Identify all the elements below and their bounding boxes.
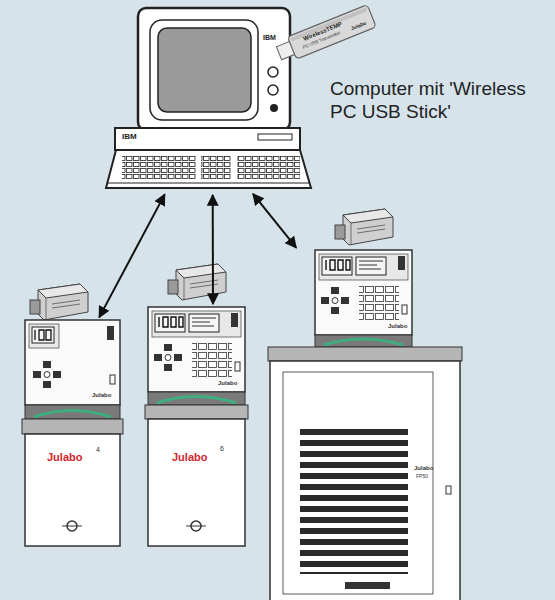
brand-mark: IBM [263, 34, 276, 41]
computer: IBM IBM [105, 8, 312, 190]
monitor-bezel [150, 20, 258, 120]
wireless-module [335, 209, 393, 245]
controller [148, 307, 245, 392]
thermostat: JulaboJulabo4 [22, 320, 123, 548]
brand-mark: Julabo [92, 392, 111, 398]
rim [145, 405, 248, 419]
caption-text: Computer mit 'Wireless PC USB Stick' [330, 78, 545, 124]
cabinet [270, 361, 460, 600]
grille [300, 425, 408, 574]
drive-slot [258, 134, 292, 140]
system-unit [115, 128, 300, 150]
brand-logo: Julabo [47, 452, 82, 463]
thermostat-small [22, 320, 123, 546]
front-panel [283, 372, 433, 594]
bath-body [25, 434, 120, 546]
lid [315, 335, 412, 347]
controller [25, 320, 120, 405]
monitor-knob [268, 67, 278, 77]
brand-mark: IBM [122, 133, 137, 141]
key-block [201, 155, 231, 180]
lid [25, 405, 120, 419]
keyboard [106, 150, 311, 188]
rim [22, 419, 123, 434]
stick-text: Julabo [350, 21, 367, 32]
brand-logo: Julabo [172, 452, 207, 463]
monitor-case [138, 8, 290, 130]
wireless-module [168, 264, 226, 300]
wireless-module [30, 284, 88, 320]
monitor-knob [268, 85, 278, 95]
brand-mark: Julabo [218, 380, 237, 386]
key-block [122, 155, 196, 180]
model-number: 6 [220, 445, 224, 452]
handle [34, 411, 111, 418]
usb-stick [275, 5, 377, 65]
handle [157, 397, 236, 404]
monitor-screen [158, 28, 251, 112]
usb-body [288, 5, 377, 59]
wireless-link-arrow [212, 195, 214, 304]
drain-line [62, 526, 82, 527]
controller [315, 250, 412, 335]
monitor-button [270, 104, 278, 112]
wireless-link-arrow [253, 194, 296, 248]
model-number: FP50 [416, 474, 428, 479]
computer-drawing [106, 8, 311, 188]
brand-mark: Julabo [414, 465, 433, 471]
key-block [237, 155, 300, 180]
lid [148, 392, 245, 405]
drain-line [186, 526, 206, 527]
switch [446, 486, 451, 494]
keyboard-edge [108, 183, 309, 184]
model-number: 4 [96, 446, 100, 453]
bottom-slot [345, 582, 390, 589]
bath-body [148, 419, 245, 546]
handle [324, 339, 403, 345]
thermostat: JulaboJulabo6 [145, 307, 248, 547]
brand-mark: Julabo [388, 323, 407, 329]
rim [268, 347, 462, 361]
usb-stick-label: WirelessTEMPPC USB TransmitterJulabo [288, 5, 377, 59]
thermostat: JulaboJulaboFP50 [268, 250, 462, 600]
thermostat-medium [145, 307, 248, 546]
wireless-link-arrow [99, 194, 165, 317]
thermostat-large [268, 250, 462, 600]
